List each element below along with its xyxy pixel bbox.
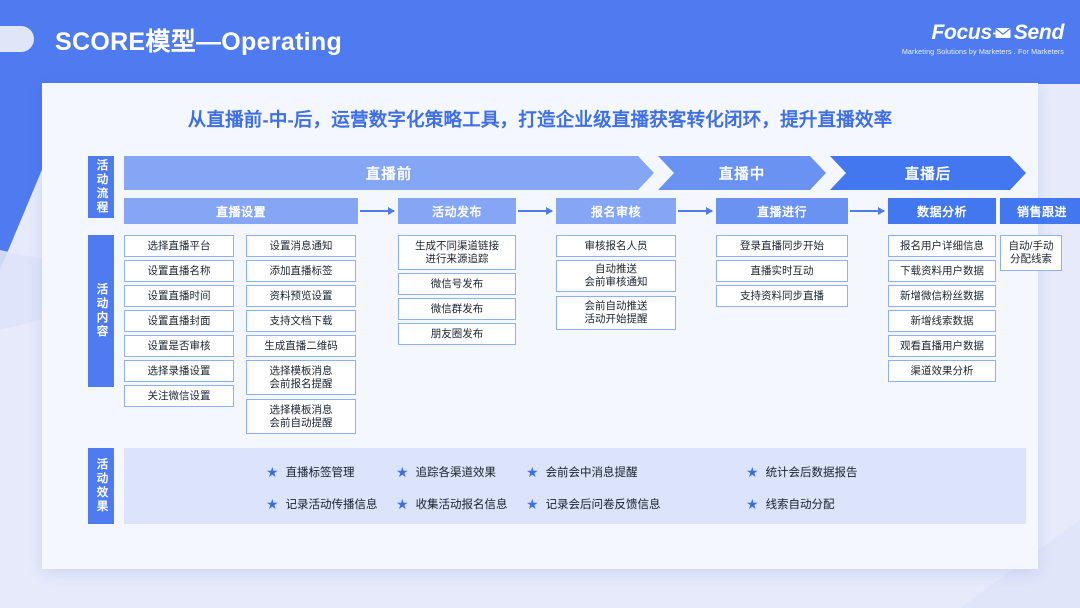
step-box-1[interactable]: 活动发布 [398, 198, 516, 224]
content-box[interactable]: 设置是否审核 [124, 335, 234, 357]
app-header [0, 0, 1080, 84]
step-box-2[interactable]: 报名审核 [556, 198, 676, 224]
card-subtitle: 从直播前-中-后，运营数字化策略工具，打造企业级直播获客转化闭环，提升直播效率 [187, 109, 893, 130]
step-row: 直播设置 活动发布 报名审核 直播进行 数据分析 销售跟进 [124, 198, 1080, 224]
effect-label: 记录会后问卷反馈信息 [545, 499, 661, 511]
content-box[interactable]: 直播实时互动 [716, 260, 848, 282]
phase-chevron-1[interactable]: 直播中 [658, 156, 826, 190]
brand-tagline: Marketing Solutions by Marketers . For M… [901, 47, 1064, 56]
star-icon: ★ [266, 496, 279, 512]
content-box[interactable]: 微信群发布 [398, 298, 516, 320]
step-box-5[interactable]: 销售跟进 [1000, 198, 1080, 224]
star-icon: ★ [266, 464, 279, 480]
content-box[interactable]: 渠道效果分析 [888, 360, 996, 382]
step-box-4[interactable]: 数据分析 [888, 198, 996, 224]
section-label-flow: 活动流程 [88, 156, 114, 218]
phase-row: 直播前 直播中 直播后 [124, 156, 1026, 190]
decorative-pill [0, 26, 34, 52]
effect-label: 统计会后数据报告 [765, 467, 858, 479]
content-box[interactable]: 下载资料用户数据 [888, 260, 996, 282]
effect-item[interactable]: ★ 追踪各渠道效果 [396, 464, 496, 480]
content-box[interactable]: 设置消息通知 [246, 235, 356, 257]
effect-item[interactable]: ★ 收集活动报名信息 [396, 496, 508, 512]
main-card: 从直播前-中-后，运营数字化策略工具，打造企业级直播获客转化闭环，提升直播效率 … [42, 83, 1080, 569]
phase-chevron-2[interactable]: 直播后 [830, 156, 1026, 190]
content-box[interactable]: 朋友圈发布 [398, 323, 516, 345]
content-box[interactable]: 生成直播二维码 [246, 335, 356, 357]
section-label-content: 活动内容 [88, 235, 114, 387]
effect-item[interactable]: ★ 统计会后数据报告 [746, 464, 858, 480]
content-box[interactable]: 设置直播名称 [124, 260, 234, 282]
content-box[interactable]: 选择模板消息会前报名提醒 [246, 360, 356, 395]
content-area: 选择直播平台 设置直播名称 设置直播时间 设置直播封面 设置是否审核 选择录播设… [124, 235, 1062, 434]
step-connector-3 [850, 207, 885, 215]
star-icon: ★ [526, 464, 539, 480]
brand-name-left: Focus [931, 21, 993, 44]
effect-item[interactable]: ★ 记录活动传播信息 [266, 496, 378, 512]
effect-label: 收集活动报名信息 [415, 499, 508, 511]
step-box-0[interactable]: 直播设置 [124, 198, 358, 224]
content-box[interactable]: 报名用户详细信息 [888, 235, 996, 257]
content-box[interactable]: 设置直播时间 [124, 285, 234, 307]
content-box[interactable]: 选择录播设置 [124, 360, 234, 382]
content-box[interactable]: 微信号发布 [398, 273, 516, 295]
content-box[interactable]: 支持资料同步直播 [716, 285, 848, 307]
effect-label: 会前会中消息提醒 [545, 467, 638, 479]
star-icon: ★ [396, 496, 409, 512]
effect-item[interactable]: ★ 记录会后问卷反馈信息 [526, 496, 661, 512]
content-box[interactable]: 选择直播平台 [124, 235, 234, 257]
step-connector-0 [360, 207, 395, 215]
effect-item[interactable]: ★ 会前会中消息提醒 [526, 464, 638, 480]
content-box[interactable]: 登录直播同步开始 [716, 235, 848, 257]
content-box[interactable]: 自动推送会前审核通知 [556, 260, 676, 292]
step-connector-1 [518, 207, 553, 215]
content-box[interactable]: 新增线索数据 [888, 310, 996, 332]
star-icon: ★ [746, 496, 759, 512]
effect-item[interactable]: ★ 线索自动分配 [746, 496, 835, 512]
section-label-effect: 活动效果 [88, 448, 114, 524]
effect-item[interactable]: ★ 直播标签管理 [266, 464, 355, 480]
step-connector-2 [678, 207, 713, 215]
effect-label: 追踪各渠道效果 [415, 467, 497, 479]
step-box-3[interactable]: 直播进行 [716, 198, 848, 224]
effect-label: 线索自动分配 [765, 499, 835, 511]
content-box[interactable]: 审核报名人员 [556, 235, 676, 257]
brand-logo: Focus Send Marketing Solutions by Market… [902, 22, 1064, 56]
content-box[interactable]: 资料预览设置 [246, 285, 356, 307]
effect-label: 记录活动传播信息 [285, 499, 378, 511]
page-title: SCORE模型—Operating [55, 28, 343, 56]
star-icon: ★ [526, 496, 539, 512]
content-box[interactable]: 观看直播用户数据 [888, 335, 996, 357]
content-box[interactable]: 关注微信设置 [124, 385, 234, 407]
star-icon: ★ [746, 464, 759, 480]
content-box[interactable]: 设置直播封面 [124, 310, 234, 332]
content-box[interactable]: 添加直播标签 [246, 260, 356, 282]
phase-chevron-0[interactable]: 直播前 [124, 156, 654, 190]
content-box[interactable]: 选择模板消息会前自动提醒 [246, 399, 356, 434]
brand-name-right: Send [1013, 21, 1064, 44]
effect-label: 直播标签管理 [285, 467, 355, 479]
envelope-icon [992, 26, 1013, 40]
content-box[interactable]: 生成不同渠道链接进行来源追踪 [398, 235, 516, 270]
content-box[interactable]: 支持文档下载 [246, 310, 356, 332]
content-box[interactable]: 自动/手动分配线索 [1000, 235, 1062, 271]
content-box[interactable]: 新增微信粉丝数据 [888, 285, 996, 307]
content-box[interactable]: 会前自动推送活动开始提醒 [556, 296, 676, 330]
effects-band: ★ 直播标签管理 ★ 追踪各渠道效果 ★ 会前会中消息提醒 ★ 统计会后数据报告… [124, 448, 1026, 524]
star-icon: ★ [396, 464, 409, 480]
